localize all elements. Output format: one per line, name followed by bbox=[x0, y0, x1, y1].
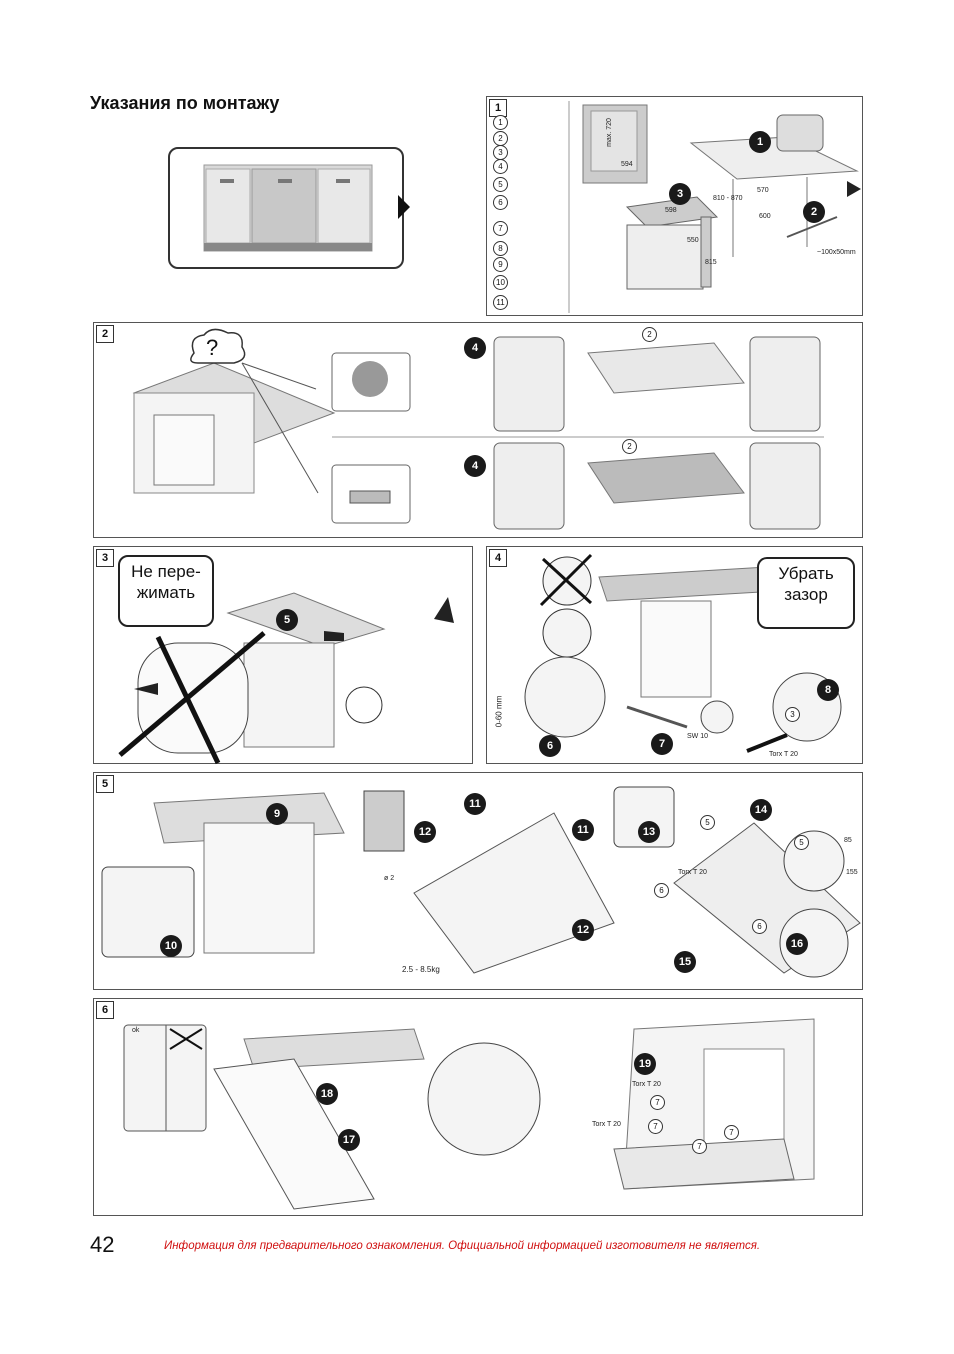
step-badge-6: 6 bbox=[539, 735, 561, 757]
page-number: 42 bbox=[90, 1232, 115, 1257]
dim-810-870: 810 - 870 bbox=[713, 195, 743, 202]
callout-remove-gap: Убрать зазор bbox=[757, 557, 855, 629]
step-badge-12-a: 12 bbox=[414, 821, 436, 843]
callout-3: 3 bbox=[785, 707, 800, 722]
step-badge-4-bottom: 4 bbox=[464, 455, 486, 477]
part-1: 1 bbox=[493, 115, 508, 130]
label-diam: ø 2 bbox=[384, 875, 395, 882]
step-badge-5: 5 bbox=[276, 609, 298, 631]
label-155: 155 bbox=[846, 869, 858, 876]
part-10: 10 bbox=[493, 275, 508, 290]
label-torx-2: Torx T 20 bbox=[592, 1121, 621, 1128]
label-sw10: SW 10 bbox=[687, 733, 709, 740]
panel-1: 1 1 2 3 4 5 6 7 8 9 10 11 max. 720 594 5… bbox=[486, 96, 863, 316]
panel-4: 4 Убрать зазор 0-60 mm SW 10 Torx T 20 6… bbox=[486, 546, 863, 764]
dim-hole: ~100x50mm bbox=[817, 249, 856, 256]
panel-6: 6 ok Torx T 20 Torx T 20 18 17 19 7 7 7 … bbox=[93, 998, 863, 1216]
panel-number: 3 bbox=[96, 549, 114, 567]
label-torx: Torx T 20 bbox=[769, 751, 798, 758]
dim-550: 550 bbox=[687, 237, 699, 244]
callout-7-c: 7 bbox=[692, 1139, 707, 1154]
callout-2-bottom: 2 bbox=[622, 439, 637, 454]
step-badge-4-top: 4 bbox=[464, 337, 486, 359]
label-ok: ok bbox=[132, 1027, 140, 1034]
label-range: 0-60 mm bbox=[494, 695, 504, 728]
intro-cabinet-illustration bbox=[168, 147, 410, 269]
step-badge-16: 16 bbox=[786, 933, 808, 955]
panel-number: 4 bbox=[489, 549, 507, 567]
callout-7-d: 7 bbox=[724, 1125, 739, 1140]
panel-number: 6 bbox=[96, 1001, 114, 1019]
part-6: 6 bbox=[493, 195, 508, 210]
dim-594: 594 bbox=[621, 161, 633, 168]
part-11: 11 bbox=[493, 295, 508, 310]
callout-5-b: 5 bbox=[794, 835, 809, 850]
part-3: 3 bbox=[493, 145, 508, 160]
dim-600: 600 bbox=[759, 213, 771, 220]
step-badge-14: 14 bbox=[750, 799, 772, 821]
panel-2: 2 ? 4 2 4 2 bbox=[93, 322, 863, 538]
panel-5: 5 2.5 - 8.5kg ø 2 Torx T 20 85 155 9 10 … bbox=[93, 772, 863, 990]
step-badge-1: 1 bbox=[749, 131, 771, 153]
step-badge-10: 10 bbox=[160, 935, 182, 957]
panel-3: 3 Не пере- жимать 5 bbox=[93, 546, 473, 765]
step-badge-7: 7 bbox=[651, 733, 673, 755]
part-9: 9 bbox=[493, 257, 508, 272]
part-8: 8 bbox=[493, 241, 508, 256]
step-badge-12-b: 12 bbox=[572, 919, 594, 941]
step-badge-2: 2 bbox=[803, 201, 825, 223]
callout-do-not-pinch: Не пере- жимать bbox=[118, 555, 214, 627]
step-badge-3: 3 bbox=[669, 183, 691, 205]
callout-7-a: 7 bbox=[650, 1095, 665, 1110]
step-badge-19: 19 bbox=[634, 1053, 656, 1075]
dim-815: 815 bbox=[705, 259, 717, 266]
callout-7-b: 7 bbox=[648, 1119, 663, 1134]
dim-598: 598 bbox=[665, 207, 677, 214]
callout-5-a: 5 bbox=[700, 815, 715, 830]
label-weight: 2.5 - 8.5kg bbox=[402, 965, 440, 974]
label-85: 85 bbox=[844, 837, 852, 844]
dim-max720: max. 720 bbox=[605, 118, 613, 147]
step-badge-11-a: 11 bbox=[464, 793, 486, 815]
panel-number: 5 bbox=[96, 775, 114, 793]
callout-6-a: 6 bbox=[654, 883, 669, 898]
dim-570: 570 bbox=[757, 187, 769, 194]
step-badge-11-b: 11 bbox=[572, 819, 594, 841]
step-badge-9: 9 bbox=[266, 803, 288, 825]
part-5: 5 bbox=[493, 177, 508, 192]
step-badge-13: 13 bbox=[638, 821, 660, 843]
label-torx-1: Torx T 20 bbox=[632, 1081, 661, 1088]
step-badge-15: 15 bbox=[674, 951, 696, 973]
step-badge-8: 8 bbox=[817, 679, 839, 701]
callout-6-b: 6 bbox=[752, 919, 767, 934]
disclaimer: Информация для предварительного ознакомл… bbox=[164, 1240, 761, 1252]
question-mark: ? bbox=[206, 335, 219, 360]
page-title: Указания по монтажу bbox=[90, 93, 280, 113]
part-4: 4 bbox=[493, 159, 508, 174]
callout-2-top: 2 bbox=[642, 327, 657, 342]
step-badge-17: 17 bbox=[338, 1129, 360, 1151]
part-7: 7 bbox=[493, 221, 508, 236]
label-torx: Torx T 20 bbox=[678, 869, 707, 876]
panel-number: 2 bbox=[96, 325, 114, 343]
part-2: 2 bbox=[493, 131, 508, 146]
step-badge-18: 18 bbox=[316, 1083, 338, 1105]
